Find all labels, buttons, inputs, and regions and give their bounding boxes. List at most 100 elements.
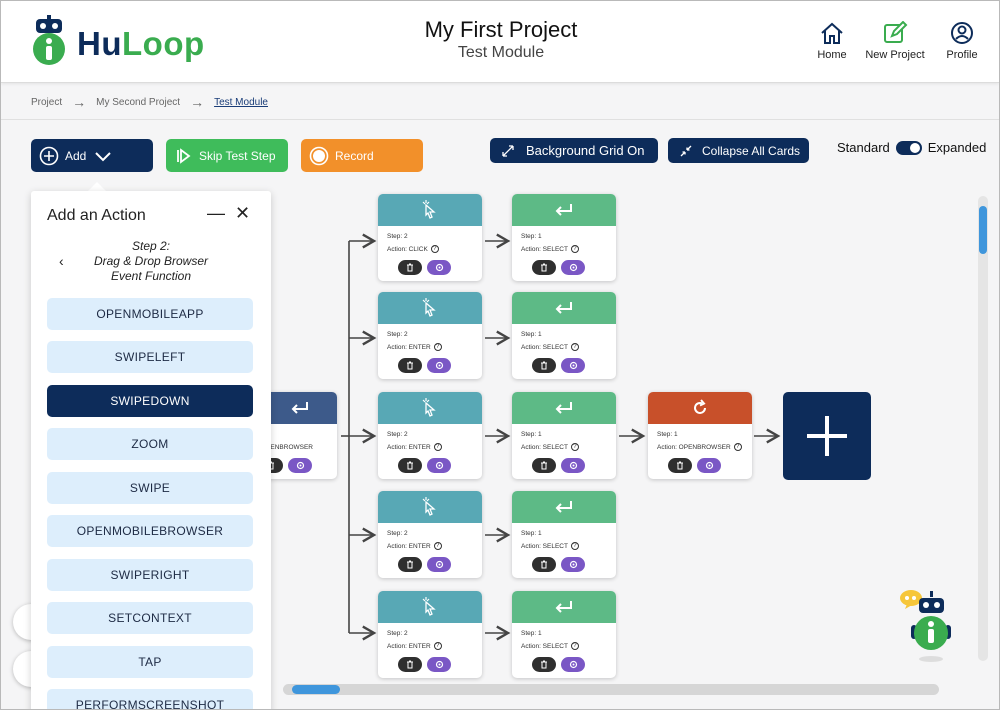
settings-button[interactable]	[561, 657, 585, 672]
delete-button[interactable]	[532, 358, 556, 373]
add-step-button[interactable]	[783, 392, 871, 480]
help-icon[interactable]: ?	[433, 443, 442, 452]
flow-card-col1-5[interactable]: Step: 2 Action: ENTER?	[378, 591, 482, 678]
flow-card-col1-3[interactable]: Step: 2 Action: ENTER?	[378, 392, 482, 479]
card-action: Action: SELECT?	[521, 540, 616, 553]
settings-button[interactable]	[427, 557, 451, 572]
record-button[interactable]: Record	[301, 139, 423, 172]
settings-button[interactable]	[427, 657, 451, 672]
action-setcontext[interactable]: SETCONTEXT	[47, 602, 253, 634]
card-header	[378, 591, 482, 623]
vertical-scroll-thumb[interactable]	[979, 206, 987, 254]
delete-button[interactable]	[532, 260, 556, 275]
settings-button[interactable]	[427, 358, 451, 373]
help-icon[interactable]: ?	[433, 642, 442, 651]
background-grid-button[interactable]: Background Grid On	[490, 138, 658, 163]
action-swiperight[interactable]: SWIPERIGHT	[47, 559, 253, 591]
flow-card-col2-3[interactable]: Step: 1 Action: SELECT?	[512, 392, 616, 479]
action-zoom[interactable]: ZOOM	[47, 428, 253, 460]
nav-profile-label: Profile	[946, 49, 978, 61]
settings-button[interactable]	[561, 260, 585, 275]
action-swipedown[interactable]: SWIPEDOWN	[47, 385, 253, 417]
close-icon[interactable]: ✕	[235, 203, 251, 223]
view-toggle[interactable]	[895, 140, 922, 155]
settings-button[interactable]	[561, 358, 585, 373]
flow-card-col1-1[interactable]: Step: 2 Action: CLICK?	[378, 194, 482, 281]
help-icon[interactable]: ?	[433, 343, 442, 352]
horizontal-scroll-thumb[interactable]	[292, 685, 340, 694]
action-openmobileapp[interactable]: OPENMOBILEAPP	[47, 298, 253, 330]
chevron-left-icon[interactable]: ‹	[59, 253, 64, 269]
nav-home[interactable]: Home	[816, 21, 848, 61]
delete-button[interactable]	[532, 458, 556, 473]
step-line-2: Drag & Drop Browser	[93, 254, 209, 268]
card-body: Step: 2 Action: ENTER?	[378, 523, 482, 553]
breadcrumb-project[interactable]: Project	[31, 96, 63, 108]
gear-icon	[435, 461, 443, 470]
trash-icon	[407, 361, 413, 370]
flow-card-col1-2[interactable]: Step: 2 Action: ENTER?	[378, 292, 482, 379]
settings-button[interactable]	[697, 458, 721, 473]
flow-card-col2-5[interactable]: Step: 1 Action: SELECT?	[512, 591, 616, 678]
card-header	[378, 392, 482, 424]
profile-icon	[951, 22, 973, 44]
help-icon[interactable]: ?	[570, 343, 579, 352]
delete-button[interactable]	[668, 458, 692, 473]
settings-button[interactable]	[288, 458, 312, 473]
delete-button[interactable]	[398, 358, 422, 373]
delete-button[interactable]	[398, 657, 422, 672]
card-actions	[398, 358, 451, 373]
refresh-icon	[694, 399, 706, 414]
card-body: Step: 1 Action: SELECT?	[512, 623, 616, 653]
card-step: Step: 2	[387, 431, 408, 438]
settings-button[interactable]	[427, 260, 451, 275]
delete-button[interactable]	[398, 557, 422, 572]
breadcrumb-current[interactable]: Test Module	[214, 96, 268, 108]
enter-icon	[555, 402, 572, 414]
flow-card-col2-1[interactable]: Step: 1 Action: SELECT?	[512, 194, 616, 281]
horizontal-scrollbar[interactable]	[283, 684, 939, 695]
breadcrumb-second-project[interactable]: My Second Project	[96, 96, 181, 108]
trash-icon	[407, 560, 413, 569]
delete-button[interactable]	[532, 657, 556, 672]
card-action-text: Action: ENTER	[387, 344, 431, 351]
delete-button[interactable]	[532, 557, 556, 572]
help-icon[interactable]: ?	[430, 245, 439, 254]
add-button[interactable]: Add	[31, 139, 153, 172]
card-action-text: Action: SELECT	[521, 246, 568, 253]
delete-button[interactable]	[398, 458, 422, 473]
helper-bot-icon[interactable]	[899, 589, 963, 667]
action-tap[interactable]: TAP	[47, 646, 253, 678]
nav-new-project[interactable]: New Project	[863, 21, 927, 61]
delete-button[interactable]	[398, 260, 422, 275]
flow-card-col1-4[interactable]: Step: 2 Action: ENTER?	[378, 491, 482, 578]
action-swipeleft[interactable]: SWIPELEFT	[47, 341, 253, 373]
card-action: Action: SELECT?	[521, 243, 616, 256]
skip-test-step-button[interactable]: Skip Test Step	[166, 139, 288, 172]
settings-button[interactable]	[561, 557, 585, 572]
vertical-scrollbar[interactable]	[978, 196, 988, 661]
settings-button[interactable]	[427, 458, 451, 473]
trash-icon	[541, 461, 547, 470]
help-icon[interactable]: ?	[433, 542, 442, 551]
help-icon[interactable]: ?	[733, 443, 742, 452]
flow-card-col2-2[interactable]: Step: 1 Action: SELECT?	[512, 292, 616, 379]
help-icon[interactable]: ?	[570, 245, 579, 254]
card-action-text: Action: SELECT	[521, 543, 568, 550]
card-action: Action: ENTER?	[387, 540, 482, 553]
settings-button[interactable]	[561, 458, 585, 473]
flow-card-refresh[interactable]: Step: 1 Action: OPENBROWSER?	[648, 392, 752, 479]
action-swipe[interactable]: SWIPE	[47, 472, 253, 504]
help-icon[interactable]: ?	[570, 443, 579, 452]
help-icon[interactable]: ?	[570, 642, 579, 651]
collapse-all-cards-button[interactable]: Collapse All Cards	[668, 138, 809, 163]
action-performscreenshot[interactable]: PERFORMSCREENSHOT	[47, 689, 253, 709]
help-icon[interactable]: ?	[570, 542, 579, 551]
card-body: Step: 1 Action: SELECT?	[512, 424, 616, 454]
brand-logo[interactable]: HuLoop	[77, 25, 205, 63]
flow-card-col2-4[interactable]: Step: 1 Action: SELECT?	[512, 491, 616, 578]
action-openmobilebrowser[interactable]: OPENMOBILEBROWSER	[47, 515, 253, 547]
minimize-icon[interactable]: —	[207, 203, 225, 223]
nav-profile[interactable]: Profile	[944, 21, 980, 61]
page-title: My First Project	[424, 17, 578, 42]
